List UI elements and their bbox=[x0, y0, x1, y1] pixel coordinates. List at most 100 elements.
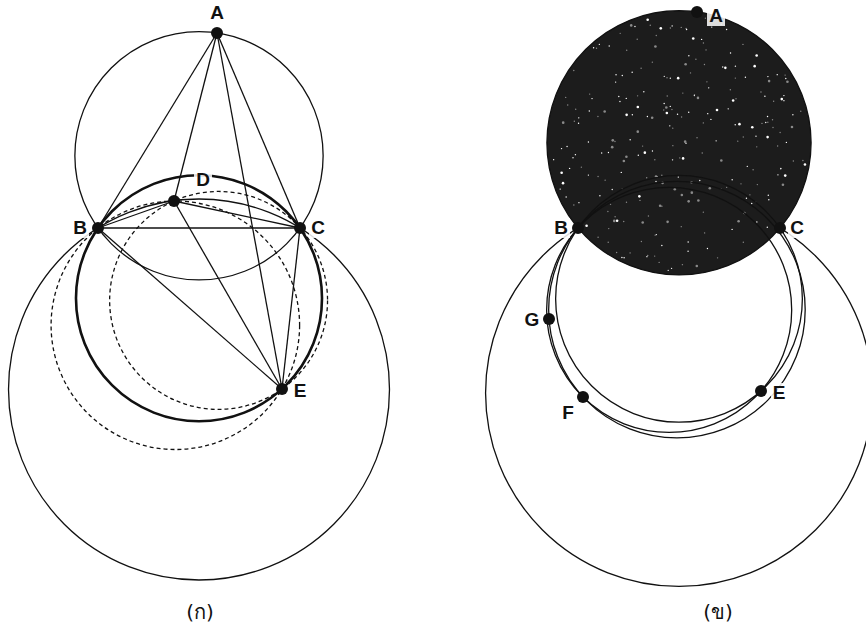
texture-dot bbox=[800, 111, 801, 112]
texture-dot bbox=[599, 195, 600, 196]
texture-dot bbox=[601, 152, 602, 153]
texture-dot bbox=[614, 216, 615, 217]
texture-dot bbox=[654, 45, 657, 48]
texture-dot bbox=[678, 176, 679, 177]
texture-dot bbox=[777, 174, 778, 175]
texture-dot bbox=[597, 237, 598, 238]
point-label: C bbox=[788, 218, 806, 239]
texture-dot bbox=[599, 44, 600, 45]
texture-dot bbox=[671, 109, 672, 110]
texture-dot bbox=[666, 112, 669, 115]
texture-dot bbox=[751, 203, 752, 204]
texture-dot bbox=[731, 179, 732, 180]
texture-dot bbox=[572, 157, 573, 158]
texture-dot bbox=[629, 139, 630, 140]
texture-dot bbox=[670, 106, 671, 107]
texture-dot bbox=[755, 135, 756, 136]
texture-dot bbox=[681, 116, 682, 117]
point bbox=[92, 222, 104, 234]
texture-dot bbox=[737, 220, 740, 223]
texture-dot bbox=[726, 187, 727, 188]
texture-dot bbox=[694, 94, 695, 95]
texture-dot bbox=[696, 137, 697, 138]
texture-dot bbox=[651, 116, 654, 119]
texture-dot bbox=[742, 44, 743, 45]
texture-dot bbox=[784, 74, 785, 75]
segment bbox=[217, 33, 300, 228]
texture-dot bbox=[730, 89, 731, 90]
texture-dot bbox=[745, 77, 746, 78]
texture-dot bbox=[681, 194, 684, 197]
texture-dot bbox=[650, 24, 651, 25]
point-label: E bbox=[292, 381, 309, 402]
texture-dot bbox=[766, 136, 769, 139]
texture-dot bbox=[623, 257, 624, 258]
texture-dot bbox=[753, 65, 756, 68]
dark-disc bbox=[547, 11, 811, 275]
texture-dot bbox=[681, 226, 682, 227]
texture-dot bbox=[705, 17, 706, 18]
texture-dot bbox=[616, 252, 617, 253]
texture-dot bbox=[589, 93, 590, 94]
texture-dot bbox=[585, 224, 588, 227]
segment bbox=[174, 201, 282, 389]
point bbox=[572, 222, 584, 234]
texture-dot bbox=[735, 98, 736, 99]
texture-dot bbox=[663, 109, 664, 110]
texture-dot bbox=[619, 33, 620, 34]
texture-dot bbox=[604, 179, 605, 180]
upper-circle bbox=[75, 32, 323, 280]
texture-dot bbox=[612, 189, 613, 190]
texture-dot bbox=[735, 124, 736, 125]
texture-dot bbox=[780, 168, 781, 169]
texture-dot bbox=[711, 26, 712, 27]
texture-dot bbox=[553, 159, 554, 160]
point bbox=[543, 313, 555, 325]
texture-dot bbox=[697, 97, 700, 100]
texture-dot bbox=[765, 122, 766, 123]
texture-dot bbox=[682, 92, 683, 93]
texture-dot bbox=[703, 122, 704, 123]
point-label: B bbox=[552, 218, 570, 239]
arc-circle bbox=[549, 181, 806, 438]
arc-circle bbox=[547, 187, 792, 432]
texture-dot bbox=[559, 188, 560, 189]
texture-dot bbox=[670, 27, 671, 28]
point bbox=[276, 383, 288, 395]
texture-dot bbox=[632, 114, 633, 115]
texture-dot bbox=[622, 75, 623, 76]
texture-dot bbox=[743, 242, 744, 243]
texture-dot bbox=[702, 152, 703, 153]
texture-dot bbox=[701, 39, 702, 40]
texture-dot bbox=[646, 19, 649, 22]
dashed-circle bbox=[51, 201, 300, 450]
texture-dot bbox=[578, 123, 579, 124]
texture-dot bbox=[767, 76, 768, 77]
point bbox=[577, 391, 589, 403]
texture-dot bbox=[659, 204, 662, 207]
texture-dot bbox=[747, 166, 748, 167]
segment bbox=[174, 201, 300, 228]
texture-dot bbox=[621, 172, 622, 173]
texture-dot bbox=[722, 66, 723, 67]
texture-dot bbox=[614, 141, 615, 142]
texture-dot bbox=[737, 140, 738, 141]
texture-dot bbox=[694, 95, 695, 96]
texture-dot bbox=[679, 157, 680, 158]
texture-dot bbox=[779, 132, 780, 133]
texture-dot bbox=[672, 145, 673, 146]
segment bbox=[98, 228, 282, 389]
texture-dot bbox=[705, 49, 706, 50]
texture-dot bbox=[772, 127, 773, 128]
segment bbox=[98, 227, 300, 228]
texture-dot bbox=[783, 100, 784, 101]
texture-dot bbox=[641, 241, 642, 242]
texture-dot bbox=[663, 103, 664, 104]
point-label: E bbox=[771, 383, 788, 404]
texture-dot bbox=[707, 248, 708, 249]
texture-dot bbox=[726, 29, 727, 30]
texture-dot bbox=[640, 67, 641, 68]
texture-dot bbox=[684, 140, 687, 143]
texture-dot bbox=[786, 80, 789, 83]
texture-dot bbox=[716, 109, 719, 112]
